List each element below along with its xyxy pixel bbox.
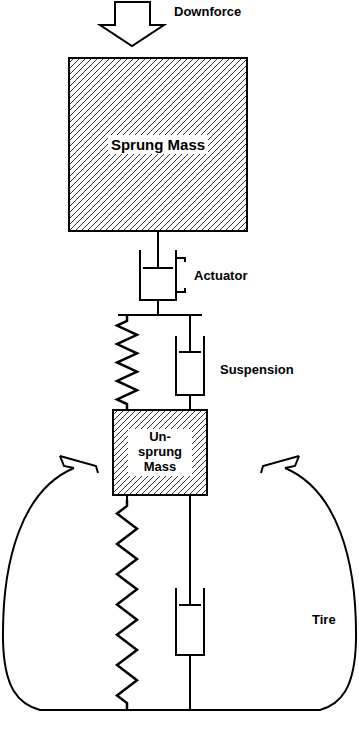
mass-label: Sprung Mass [108, 135, 208, 154]
spring-symbol [117, 315, 137, 410]
downforce-arrow [100, 2, 164, 46]
sprung-mass-box: Sprung Mass [69, 58, 247, 231]
spring-coil [117, 315, 137, 410]
damper-symbol [176, 315, 204, 410]
sprung-mass-block [69, 58, 247, 231]
part-label: Actuator [192, 268, 249, 283]
part-label: Tire [310, 612, 338, 627]
tire-damper-symbol [127, 495, 204, 709]
actuator-symbol [118, 231, 202, 315]
mass-label: Un- sprung Mass [128, 429, 192, 476]
tire-spring-symbol [117, 500, 137, 709]
spring-coil [117, 500, 137, 709]
unsprung-mass-block [113, 410, 207, 495]
unsprung-mass-box: Un- sprung Mass [113, 410, 207, 495]
part-label: Suspension [218, 362, 296, 377]
force-label: Downforce [172, 4, 243, 19]
tire-outline [3, 456, 356, 710]
